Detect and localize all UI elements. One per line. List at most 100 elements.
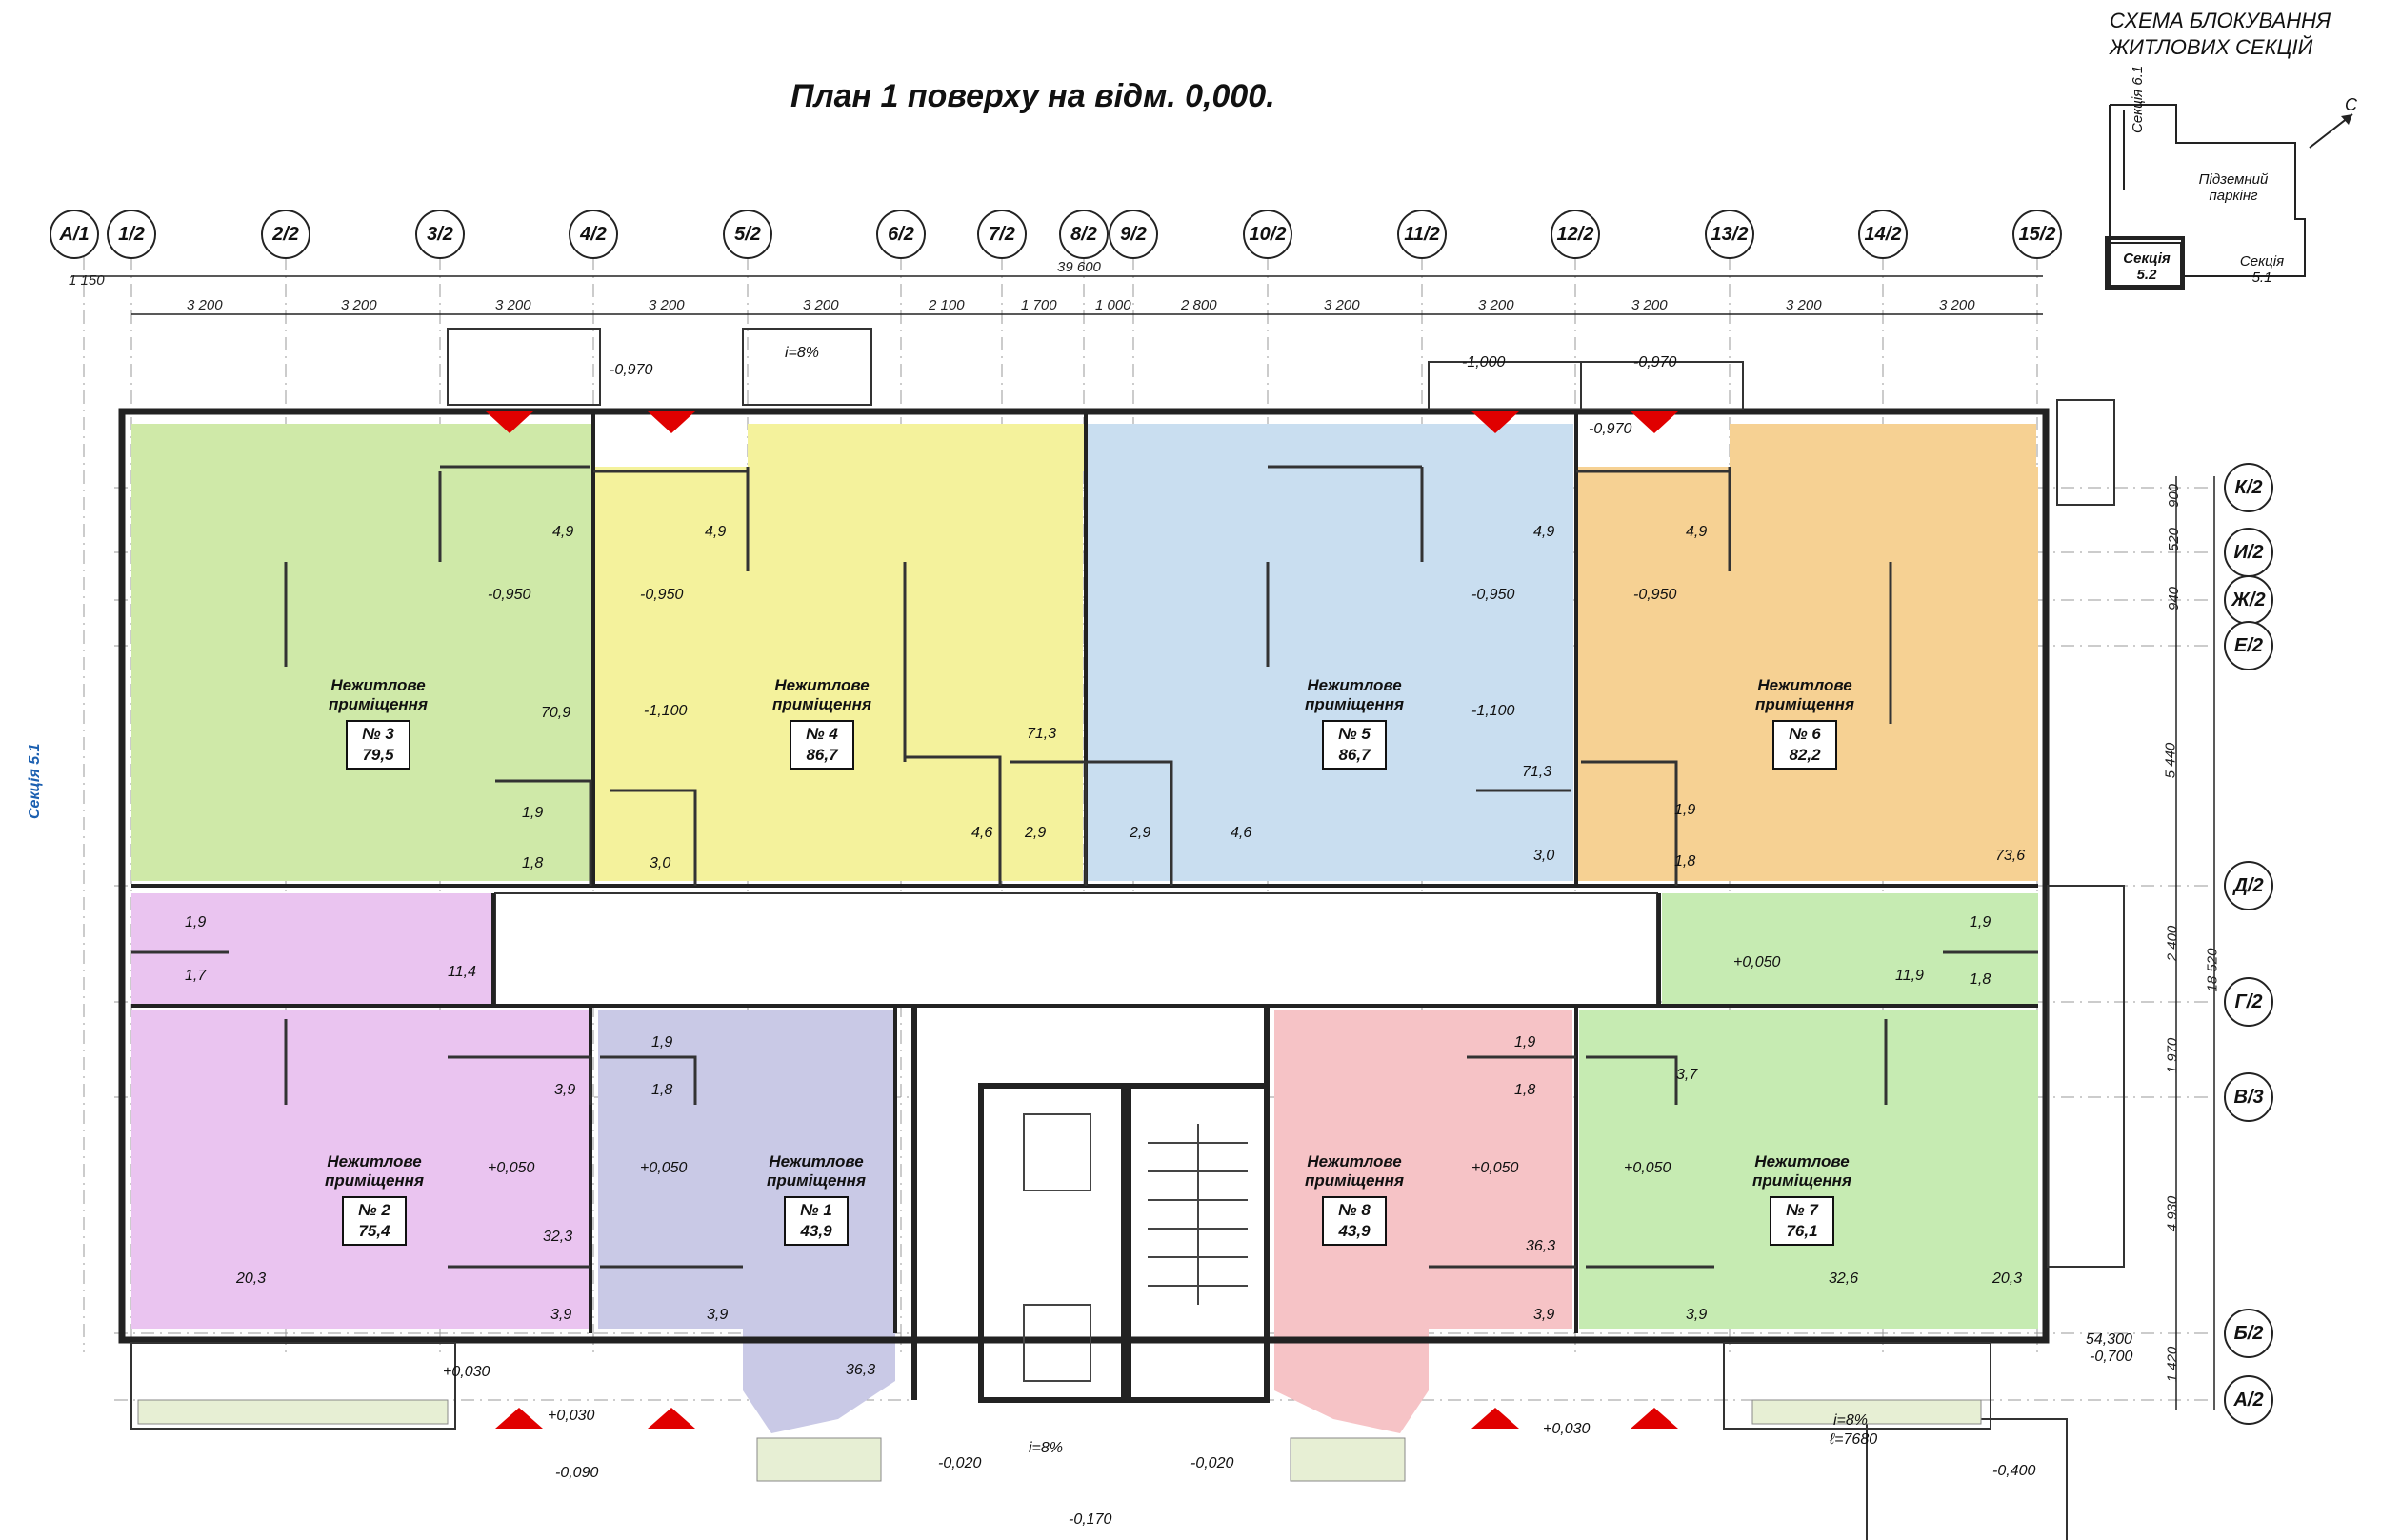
room-area: 20,3 bbox=[236, 1270, 267, 1287]
schema-title: СХЕМА БЛОКУВАННЯ ЖИТЛОВИХ СЕКЦІЙ bbox=[2110, 8, 2331, 61]
level-mark: -0,700 bbox=[2090, 1349, 2133, 1365]
room-area: 1,9 bbox=[1514, 1034, 1536, 1050]
unit-area: 43,9 bbox=[1338, 1222, 1371, 1240]
room-area: 3,0 bbox=[1533, 848, 1555, 864]
unit-label-line2: приміщення bbox=[1755, 695, 1854, 713]
room-area: 2,9 bbox=[1025, 825, 1047, 841]
dim-segment: 3 200 bbox=[649, 297, 685, 313]
dim-segment: 3 200 bbox=[495, 297, 531, 313]
dim-left-offset: 1 150 bbox=[69, 272, 105, 289]
room-area: 4,9 bbox=[1533, 524, 1555, 540]
level-mark: +0,030 bbox=[548, 1408, 595, 1424]
dim-segment: 3 200 bbox=[1939, 297, 1975, 313]
room-area: 4,9 bbox=[705, 524, 727, 540]
ramp-length: ℓ=7680 bbox=[1830, 1431, 1878, 1448]
axis-top: 8/2 bbox=[1059, 210, 1109, 259]
axis-top: 2/2 bbox=[261, 210, 310, 259]
room-area: 4,9 bbox=[552, 524, 574, 540]
dim-right: 2 400 bbox=[2164, 925, 2181, 962]
unit-label-line2: приміщення bbox=[329, 695, 428, 713]
axis-right: А/2 bbox=[2224, 1375, 2273, 1425]
dim-segment: 2 800 bbox=[1181, 297, 1217, 313]
axis-top: 5/2 bbox=[723, 210, 772, 259]
schema-section-52: Секція 5.2 bbox=[2123, 250, 2171, 283]
unit-label-line1: Нежитлове bbox=[769, 1152, 864, 1170]
axis-top: 6/2 bbox=[876, 210, 926, 259]
room-area: 32,6 bbox=[1829, 1270, 1859, 1287]
unit-label-line2: приміщення bbox=[767, 1171, 866, 1190]
dim-segment: 3 200 bbox=[187, 297, 223, 313]
north-arrow-label: С bbox=[2345, 95, 2357, 114]
dim-right: 520 bbox=[2166, 527, 2183, 552]
room-area: 11,4 bbox=[448, 964, 476, 980]
level-mark: +0,050 bbox=[488, 1160, 535, 1176]
unit-number: № 4 bbox=[806, 725, 838, 743]
unit-area: 86,7 bbox=[1338, 746, 1371, 764]
unit-number: № 1 bbox=[800, 1201, 832, 1219]
unit-area: 75,4 bbox=[358, 1222, 390, 1240]
level-mark: -0,950 bbox=[1471, 587, 1515, 603]
unit-number: № 6 bbox=[1789, 725, 1821, 743]
unit-label-line1: Нежитлове bbox=[330, 676, 426, 694]
axis-top: 3/2 bbox=[415, 210, 465, 259]
ramp-slope: i=8% bbox=[1029, 1440, 1064, 1456]
dim-right: 4 930 bbox=[2164, 1195, 2181, 1232]
unit-label-line2: приміщення bbox=[1752, 1171, 1851, 1190]
room-area: 1,9 bbox=[651, 1034, 673, 1050]
level-mark: -0,970 bbox=[610, 362, 653, 378]
axis-top: 13/2 bbox=[1705, 210, 1754, 259]
dim-segment: 3 200 bbox=[1631, 297, 1668, 313]
room-area: 3,9 bbox=[554, 1082, 576, 1098]
unit-number-box: № 6 82,2 bbox=[1772, 720, 1837, 770]
room-area: 1,8 bbox=[1674, 853, 1696, 870]
level-mark: +0,050 bbox=[1733, 954, 1781, 970]
dim-right: 900 bbox=[2166, 483, 2183, 509]
unit-label-line2: приміщення bbox=[325, 1171, 424, 1190]
level-mark: -0,950 bbox=[1633, 587, 1677, 603]
axis-right: Г/2 bbox=[2224, 977, 2273, 1027]
axis-right: Б/2 bbox=[2224, 1309, 2273, 1358]
level-mark: -0,020 bbox=[938, 1455, 982, 1471]
unit-label-line1: Нежитлове bbox=[1754, 1152, 1850, 1170]
unit-label-line1: Нежитлове bbox=[774, 676, 870, 694]
side-section-label: Секція 5.1 bbox=[27, 743, 43, 819]
level-mark: +0,030 bbox=[1543, 1421, 1591, 1437]
axis-top: 10/2 bbox=[1243, 210, 1292, 259]
unit-number: № 7 bbox=[1786, 1201, 1818, 1219]
dim-right: 940 bbox=[2166, 586, 2183, 611]
dim-segment: 3 200 bbox=[341, 297, 377, 313]
dim-segment: 3 200 bbox=[803, 297, 839, 313]
level-mark: +0,030 bbox=[443, 1364, 490, 1380]
axis-right: И/2 bbox=[2224, 528, 2273, 577]
axis-top: 1/2 bbox=[107, 210, 156, 259]
schema-parking: Підземний паркінг bbox=[2198, 171, 2269, 204]
dim-total: 39 600 bbox=[1057, 259, 1101, 275]
unit-label-line2: приміщення bbox=[772, 695, 871, 713]
unit-label-line2: приміщення bbox=[1305, 1171, 1404, 1190]
level-mark: -0,090 bbox=[555, 1465, 599, 1481]
unit-area: 82,2 bbox=[1789, 746, 1821, 764]
level-mark: -0,970 bbox=[1589, 421, 1632, 437]
room-area: 1,9 bbox=[522, 805, 544, 821]
level-mark: -0,950 bbox=[488, 587, 531, 603]
room-area: 32,3 bbox=[543, 1229, 573, 1245]
room-area: 1,9 bbox=[1674, 802, 1696, 818]
level-mark: -1,000 bbox=[1462, 354, 1506, 370]
dim-right-total: 18 520 bbox=[2204, 948, 2221, 992]
room-area: 3,0 bbox=[650, 855, 671, 871]
unit-number: № 3 bbox=[362, 725, 394, 743]
level-mark: -0,400 bbox=[1992, 1463, 2036, 1479]
axis-right: К/2 bbox=[2224, 463, 2273, 512]
unit-label-line1: Нежитлове bbox=[327, 1152, 422, 1170]
room-area: 3,9 bbox=[707, 1307, 729, 1323]
level-mark: +0,050 bbox=[1624, 1160, 1671, 1176]
room-area: 1,8 bbox=[651, 1082, 673, 1098]
unit-number: № 2 bbox=[358, 1201, 390, 1219]
